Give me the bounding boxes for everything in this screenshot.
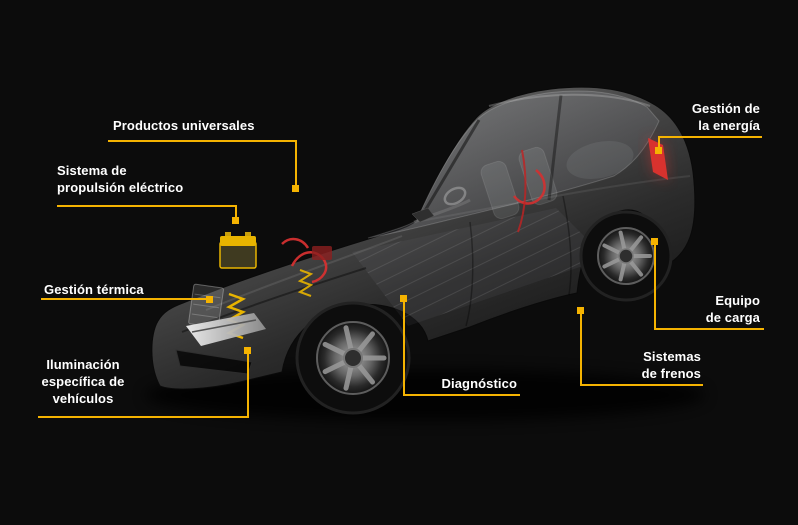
connector-iluminacion-vertical	[247, 352, 249, 418]
marker-sistemas-frenos	[577, 307, 584, 314]
connector-iluminacion-horizontal	[128, 416, 249, 418]
label-iluminacion-especifica: Iluminación específica de vehículos	[38, 356, 128, 418]
marker-iluminacion	[244, 347, 251, 354]
marker-gestion-termica	[206, 296, 213, 303]
label-gestion-energia: Gestión de la energía	[658, 100, 762, 138]
connector-sistema-propulsion	[235, 205, 237, 219]
connector-sistemas-frenos	[580, 312, 582, 384]
connector-productos-universales	[295, 140, 297, 187]
marker-diagnostico	[400, 295, 407, 302]
label-diagnostico: Diagnóstico	[403, 375, 520, 396]
label-gestion-termica: Gestión térmica	[41, 281, 208, 300]
marker-equipo-carga	[651, 238, 658, 245]
label-sistemas-frenos: Sistemas de frenos	[580, 348, 703, 386]
label-equipo-carga: Equipo de carga	[654, 292, 764, 330]
connector-gestion-energia	[658, 138, 660, 149]
label-productos-universales: Productos universales	[108, 117, 297, 142]
connector-diagnostico	[403, 300, 405, 394]
marker-gestion-energia	[655, 147, 662, 154]
marker-productos-universales	[292, 185, 299, 192]
connector-equipo-carga	[654, 243, 656, 328]
marker-sistema-propulsion	[232, 217, 239, 224]
label-sistema-propulsion-electrico: Sistema de propulsión eléctrico	[57, 162, 237, 207]
